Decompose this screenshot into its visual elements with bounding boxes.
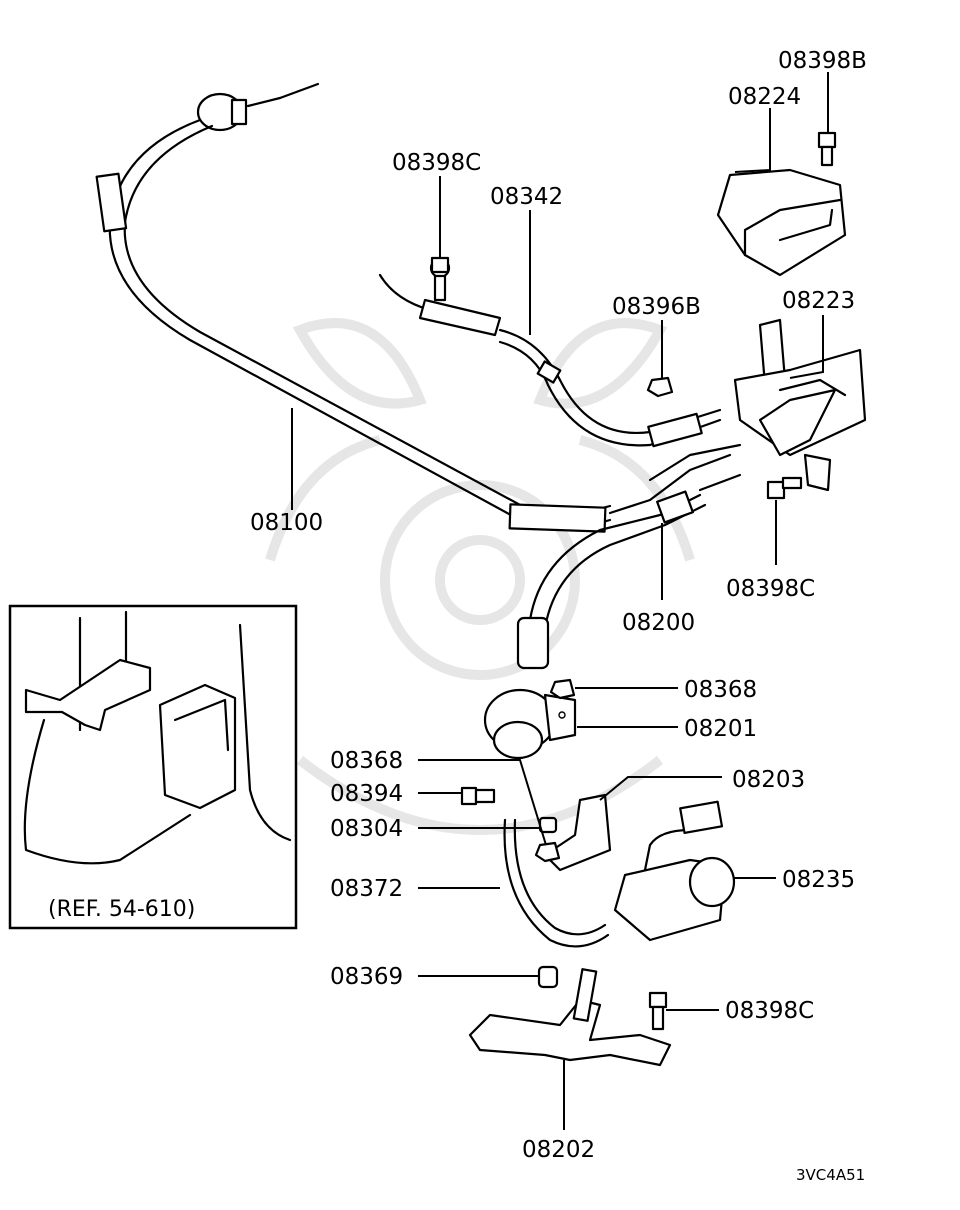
label-08398B: 08398B: [778, 48, 867, 74]
label-08224: 08224: [728, 84, 801, 110]
label-08394: 08394: [330, 781, 403, 807]
label-08368-b: 08368: [330, 748, 403, 774]
leader-lines: [291, 72, 829, 1130]
nut-08368-a: [549, 678, 576, 700]
hose-08372: [503, 818, 610, 948]
nut-08368-b: [534, 841, 561, 863]
label-08396B: 08396B: [612, 294, 701, 320]
bolt-08394: [460, 786, 496, 806]
label-08368-a: 08368: [684, 677, 757, 703]
label-08200: 08200: [622, 610, 695, 636]
label-08202: 08202: [522, 1137, 595, 1163]
bolt-08398B: [817, 131, 837, 167]
grommet-08369: [537, 965, 559, 989]
label-08235: 08235: [782, 867, 855, 893]
label-08369: 08369: [330, 964, 403, 990]
cable-assembly-08342: [378, 257, 722, 448]
label-08398C-top: 08398C: [392, 150, 481, 176]
bolt-08398C-lower: [648, 991, 668, 1031]
label-08201: 08201: [684, 716, 757, 742]
main-shift-cable: [95, 82, 742, 533]
nut-08396B: [646, 376, 674, 398]
cover-08224: [716, 168, 847, 277]
figure-code: 3VC4A51: [796, 1166, 865, 1184]
bolt-08398C-middle: [766, 476, 803, 500]
label-08372: 08372: [330, 876, 403, 902]
label-08223: 08223: [782, 288, 855, 314]
label-08342: 08342: [490, 184, 563, 210]
label-08100: 08100: [250, 510, 323, 536]
cable-assembly-08200: [516, 473, 742, 670]
bolt-08398C-upper: [430, 256, 450, 274]
motor-08235: [613, 800, 736, 942]
watermark-emblem: [265, 318, 695, 835]
actuator-08201: [483, 688, 577, 760]
label-08203: 08203: [732, 767, 805, 793]
label-08398C-mid: 08398C: [726, 576, 815, 602]
label-08398C-bottom: 08398C: [725, 998, 814, 1024]
bracket-08223: [733, 318, 867, 492]
inset-reference-label: (REF. 54-610): [48, 897, 195, 922]
label-08304: 08304: [330, 816, 403, 842]
reference-inset: (REF. 54-610): [8, 604, 298, 930]
base-bracket-08202: [468, 968, 672, 1067]
part-number-labels: 08398B 08224 08398C 08342 08396B 08223 0…: [250, 48, 867, 1163]
